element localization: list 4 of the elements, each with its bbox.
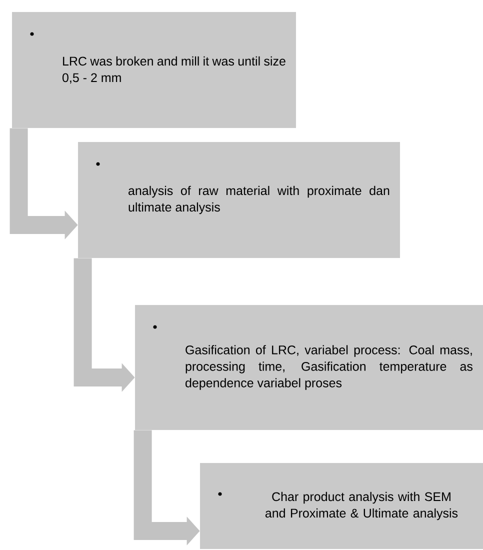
process-box: analysis of raw material with proximate dan ultimate analysis [78, 142, 400, 258]
process-box: Gasification of LRC, variabel process: Coal mass, processing time, Gasification temperature as dependence variabel proses [135, 305, 483, 430]
process-box: LRC was broken and mill it was until size 0,5 - 2 mm [12, 12, 296, 128]
process-box: Char product analysis with SEM and Proximate & Ultimate analysis [200, 463, 483, 549]
